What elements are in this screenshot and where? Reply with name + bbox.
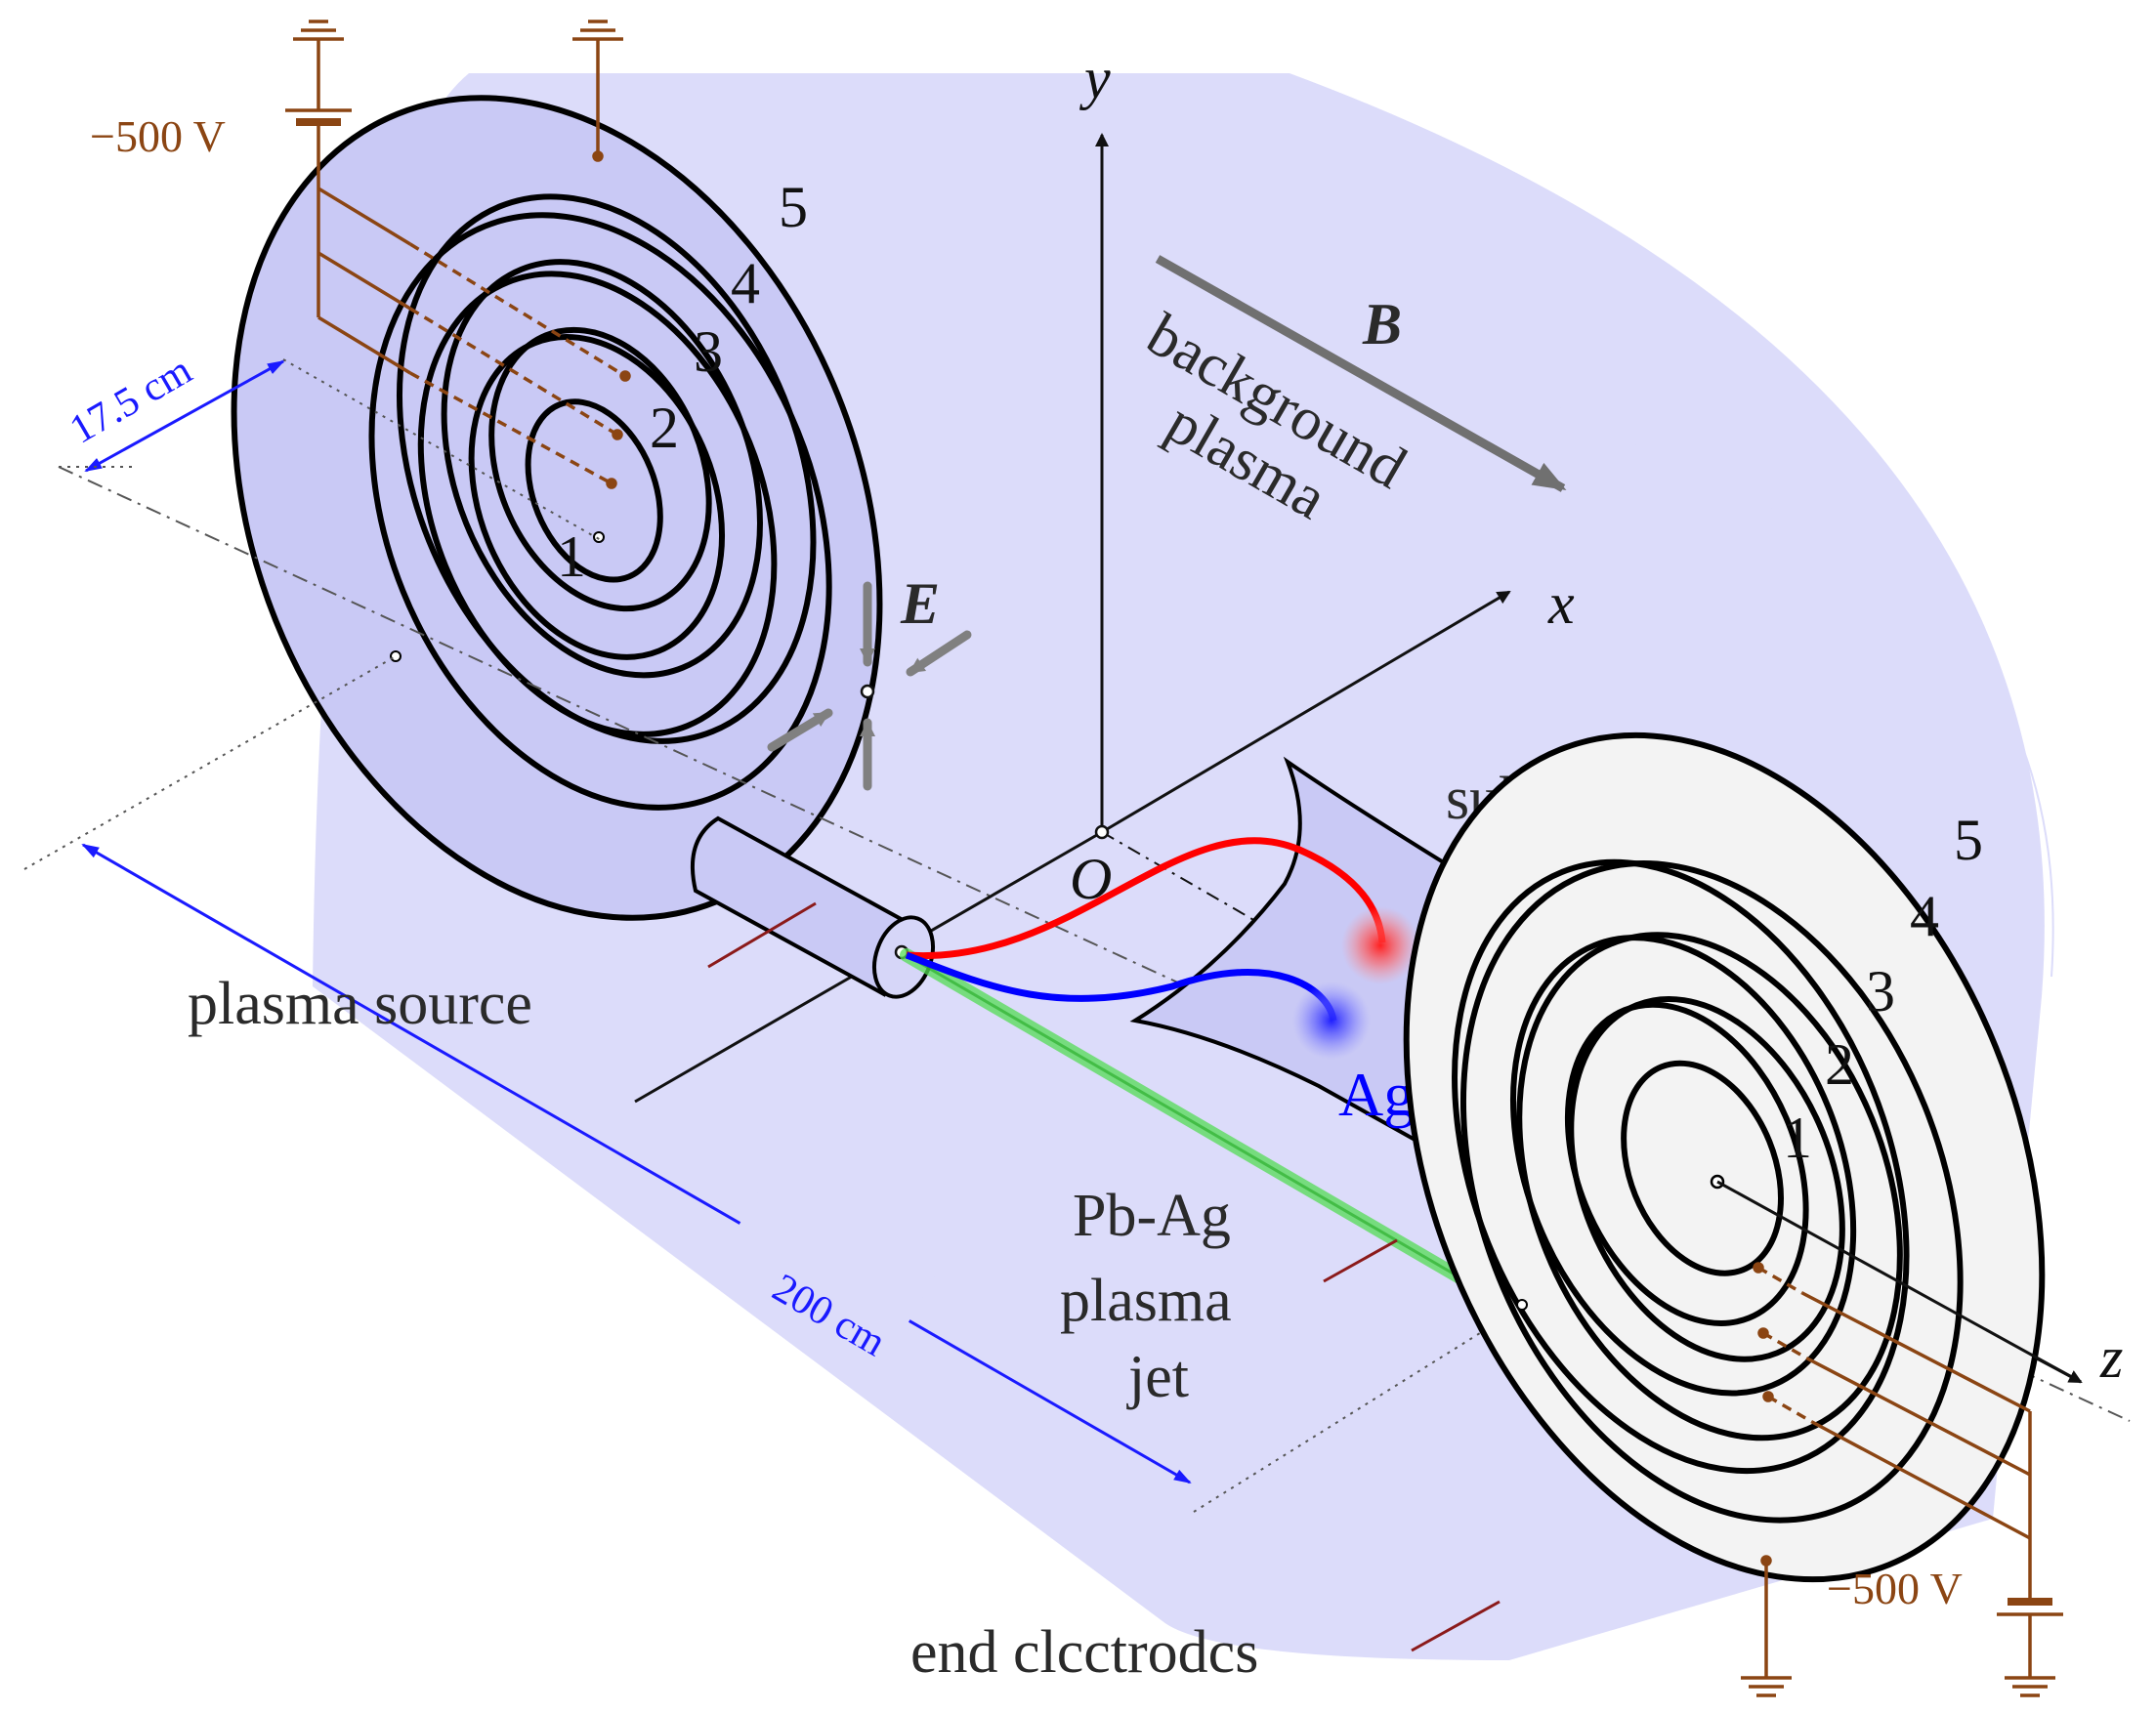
plasma-source-leader: [707, 901, 817, 969]
right-electrode-ring-4-outer: [1460, 860, 1964, 1524]
left-electrode-axis-point: [390, 650, 402, 662]
plasma-jet-leader: [1323, 1238, 1398, 1283]
right-wiring: [1753, 1262, 2063, 1678]
right-ring-label-2: 2: [1825, 1032, 1854, 1097]
right-ring-label-1: 1: [1783, 1106, 1812, 1170]
x-axis-label: x: [1547, 571, 1575, 636]
left-ring-label-5: 5: [779, 175, 808, 239]
plasma-jet-label-line3: jet: [1126, 1344, 1189, 1410]
end-electrodes-leader: [1411, 1600, 1501, 1652]
ag-label: Ag: [1338, 1060, 1415, 1129]
plasma-jet-label-line1: Pb-Ag: [1073, 1183, 1231, 1249]
right-end-electrodes: [1403, 731, 2082, 1652]
right-ring-numbers: 1 2 3 4 5: [1783, 808, 1983, 1170]
pb-trajectory: [906, 837, 1386, 960]
right-ground-symbol-b: [1741, 1676, 1792, 1697]
y-axis-label: y: [1078, 46, 1111, 110]
ag-deposit-spot: [1292, 982, 1371, 1060]
right-ring-label-4: 4: [1910, 884, 1939, 948]
right-electrode-axis: [1716, 1180, 2082, 1384]
right-electrode-ring-2-inner: [1564, 1001, 1809, 1326]
plasma-jet-core: [906, 953, 1481, 1291]
left-electrode-ring-4-inner: [397, 193, 817, 744]
left-ring-label-3: 3: [694, 319, 723, 384]
left-end-electrodes: [231, 95, 883, 921]
left-ring-numbers: 1 2 3 4 5: [557, 175, 808, 589]
left-electrode-5-contact: [592, 150, 604, 162]
x-axis: [1101, 590, 1511, 834]
left-ring-label-4: 4: [731, 251, 760, 315]
right-electrode-ring-3-inner: [1510, 935, 1857, 1397]
e-field-indicator: [767, 581, 972, 791]
plasma-source-label: plasma source: [188, 971, 532, 1037]
left-electrode-ring-2-inner: [488, 326, 712, 612]
right-electrode-ring-1: [1621, 1060, 1784, 1276]
left-ground-symbol-b: [572, 20, 623, 41]
pb-deposit-spot: [1341, 906, 1419, 984]
left-electrode-ring-3-inner: [441, 259, 763, 679]
left-ring-label-2: 2: [650, 396, 679, 460]
left-wiring: [285, 39, 631, 489]
right-electrode-ring-4-inner: [1452, 858, 1910, 1475]
b-field-arrow: [1155, 255, 1567, 492]
end-electrodes-label: end clcctrodcs: [910, 1619, 1258, 1686]
radius-dimension-label: 17.5 cm: [63, 348, 199, 453]
right-electrode-5-contact: [1760, 1555, 1772, 1567]
e-field-center: [860, 684, 875, 699]
left-ring-label-1: 1: [557, 524, 586, 589]
right-electrode-axis-point: [1516, 1299, 1528, 1311]
plasma-source-body: [691, 815, 916, 997]
e-field-label: E: [900, 571, 940, 636]
left-voltage-label: −500 V: [90, 111, 226, 161]
right-electrode-ring-3-outer: [1516, 932, 1903, 1441]
b-field-label: B: [1362, 292, 1402, 356]
right-ground-symbol-a: [2005, 1676, 2055, 1697]
left-ground-symbol-a: [293, 20, 344, 41]
chamber-right-edge: [849, 75, 2054, 978]
left-electrode-center: [593, 531, 605, 543]
origin-point: [1094, 824, 1110, 840]
right-voltage-label: −500 V: [1827, 1564, 1963, 1613]
right-ring-label-3: 3: [1866, 959, 1895, 1024]
z-axis-label: z: [2099, 1325, 2123, 1390]
right-ring-label-5: 5: [1954, 808, 1983, 872]
left-electrode-ring-1: [525, 398, 663, 583]
plasma-jet-label-line2: plasma: [1060, 1268, 1232, 1334]
